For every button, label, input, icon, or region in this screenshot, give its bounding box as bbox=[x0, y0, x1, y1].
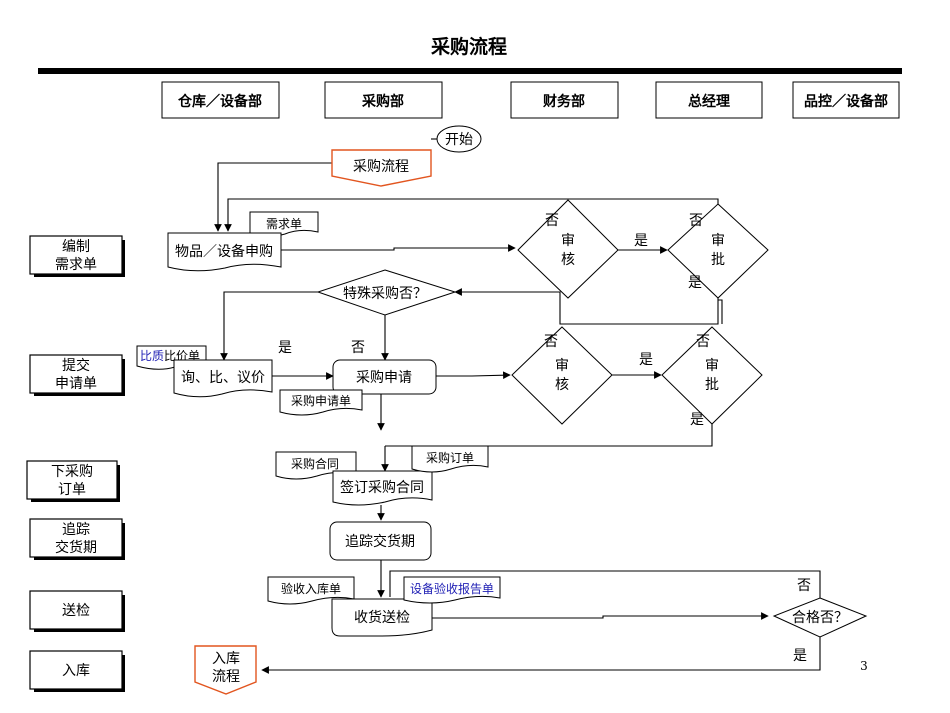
stage-1-line2: 需求单 bbox=[55, 257, 97, 273]
review-1-line1: 审 bbox=[561, 233, 575, 249]
qualified-label: 合格否？ bbox=[792, 610, 848, 626]
inquiry-label: 询、比、议价 bbox=[181, 370, 265, 386]
purchase-apply-label: 采购申请 bbox=[356, 370, 412, 386]
approve-1-line2: 批 bbox=[711, 252, 725, 268]
dept-warehouse: 仓库／设备部 bbox=[177, 93, 262, 110]
review-1-no: 否 bbox=[545, 213, 559, 229]
stage-3-line1: 下采购 bbox=[51, 464, 93, 480]
goods-request-label: 物品／设备申购 bbox=[175, 243, 273, 260]
review-2-line2: 核 bbox=[555, 377, 569, 393]
order-doc bbox=[411, 445, 489, 473]
connectors bbox=[214, 138, 821, 674]
receipt-doc-label: 验收入库单 bbox=[281, 581, 341, 596]
sign-contract-node bbox=[332, 470, 433, 506]
purchase-apply-node bbox=[332, 359, 437, 395]
stage-1-line1: 编制 bbox=[62, 239, 90, 255]
inquiry-node bbox=[173, 359, 273, 398]
approve-1-yes: 是 bbox=[688, 275, 702, 291]
dept-qc-box bbox=[792, 81, 900, 119]
review-2-no: 否 bbox=[544, 334, 558, 350]
receipt-doc bbox=[267, 576, 355, 605]
receive-inspect-label: 收货送检 bbox=[354, 609, 410, 626]
dept-finance: 财务部 bbox=[542, 93, 585, 110]
dept-purchase-box bbox=[324, 81, 443, 119]
approve-2-yes: 是 bbox=[690, 412, 704, 428]
review-diamond-2 bbox=[511, 326, 613, 425]
special-purchase-label: 特殊采购否？ bbox=[343, 286, 427, 302]
stage-4-line2: 交货期 bbox=[55, 539, 97, 556]
stage-3-line2: 订单 bbox=[58, 482, 86, 498]
dept-gm-box bbox=[655, 81, 763, 119]
dept-finance-box bbox=[510, 81, 619, 119]
special-purchase-diamond bbox=[316, 269, 457, 316]
qualified-diamond bbox=[772, 597, 868, 638]
demand-doc-label: 需求单 bbox=[266, 217, 302, 231]
stage-boxes: 编制 需求单 提交 申请单 下采购 订单 追踪 交货期 送检 入库 bbox=[26, 235, 125, 692]
contract-doc-label: 采购合同 bbox=[291, 456, 339, 471]
track-delivery-label: 追踪交货期 bbox=[345, 533, 415, 550]
page-title: 采购流程 bbox=[431, 35, 507, 58]
title-underline bbox=[38, 68, 902, 74]
review-2-line1: 审 bbox=[555, 358, 569, 374]
stage-5-box bbox=[29, 590, 123, 630]
review-1-yes: 是 bbox=[634, 233, 648, 249]
stage-1-box bbox=[29, 235, 123, 275]
approve-2-no: 否 bbox=[696, 334, 710, 350]
approve-diamond-1 bbox=[667, 203, 769, 299]
stage-5-label: 送检 bbox=[62, 603, 90, 619]
warehouse-flow-line1: 入库 bbox=[212, 651, 240, 667]
approve-2-line2: 批 bbox=[705, 377, 719, 393]
order-doc-label: 采购订单 bbox=[426, 450, 474, 465]
approve-1-no: 否 bbox=[689, 213, 703, 229]
dept-qc: 品控／设备部 bbox=[804, 93, 888, 110]
receive-inspect-node bbox=[331, 598, 433, 637]
approve-diamond-2 bbox=[661, 326, 763, 425]
qualified-yes: 是 bbox=[793, 648, 807, 664]
review-1-line2: 核 bbox=[561, 252, 575, 268]
approve-1-line1: 审 bbox=[711, 233, 725, 249]
purchase-apply-doc bbox=[279, 389, 363, 416]
stage-2-line1: 提交 bbox=[62, 357, 90, 374]
purchase-apply-doc-label: 采购申请单 bbox=[291, 393, 351, 408]
stage-2-line2: 申请单 bbox=[55, 376, 97, 392]
stage-4-line1: 追踪 bbox=[62, 522, 90, 538]
review-2-yes: 是 bbox=[639, 352, 653, 368]
dept-purchase: 采购部 bbox=[361, 93, 404, 110]
purchase-flow-node bbox=[331, 149, 432, 187]
track-delivery-node bbox=[329, 521, 432, 561]
qualified-no: 否 bbox=[797, 578, 811, 594]
stage-6-label: 入库 bbox=[62, 663, 90, 679]
stage-3-box bbox=[26, 460, 118, 500]
approve-2-line1: 审 bbox=[705, 358, 719, 374]
equipment-report-label: 设备验收报告单 bbox=[410, 581, 494, 596]
review-diamond-1 bbox=[517, 199, 619, 299]
purchase-flow-label: 采购流程 bbox=[353, 159, 409, 175]
warehouse-flow-node bbox=[194, 645, 257, 695]
warehouse-flow-line2: 流程 bbox=[212, 669, 240, 685]
page-number: 3 bbox=[860, 659, 868, 673]
goods-request-node bbox=[167, 232, 282, 272]
sign-contract-label: 签订采购合同 bbox=[340, 479, 424, 496]
special-yes: 是 bbox=[278, 340, 292, 356]
dept-gm: 总经理 bbox=[688, 93, 730, 110]
dept-warehouse-box bbox=[161, 81, 280, 119]
equipment-report-doc bbox=[403, 576, 501, 604]
department-headers: 仓库／设备部 采购部 财务部 总经理 品控／设备部 bbox=[161, 81, 900, 119]
start-node bbox=[436, 125, 482, 153]
start-label: 开始 bbox=[445, 132, 473, 148]
special-no: 否 bbox=[351, 340, 365, 356]
